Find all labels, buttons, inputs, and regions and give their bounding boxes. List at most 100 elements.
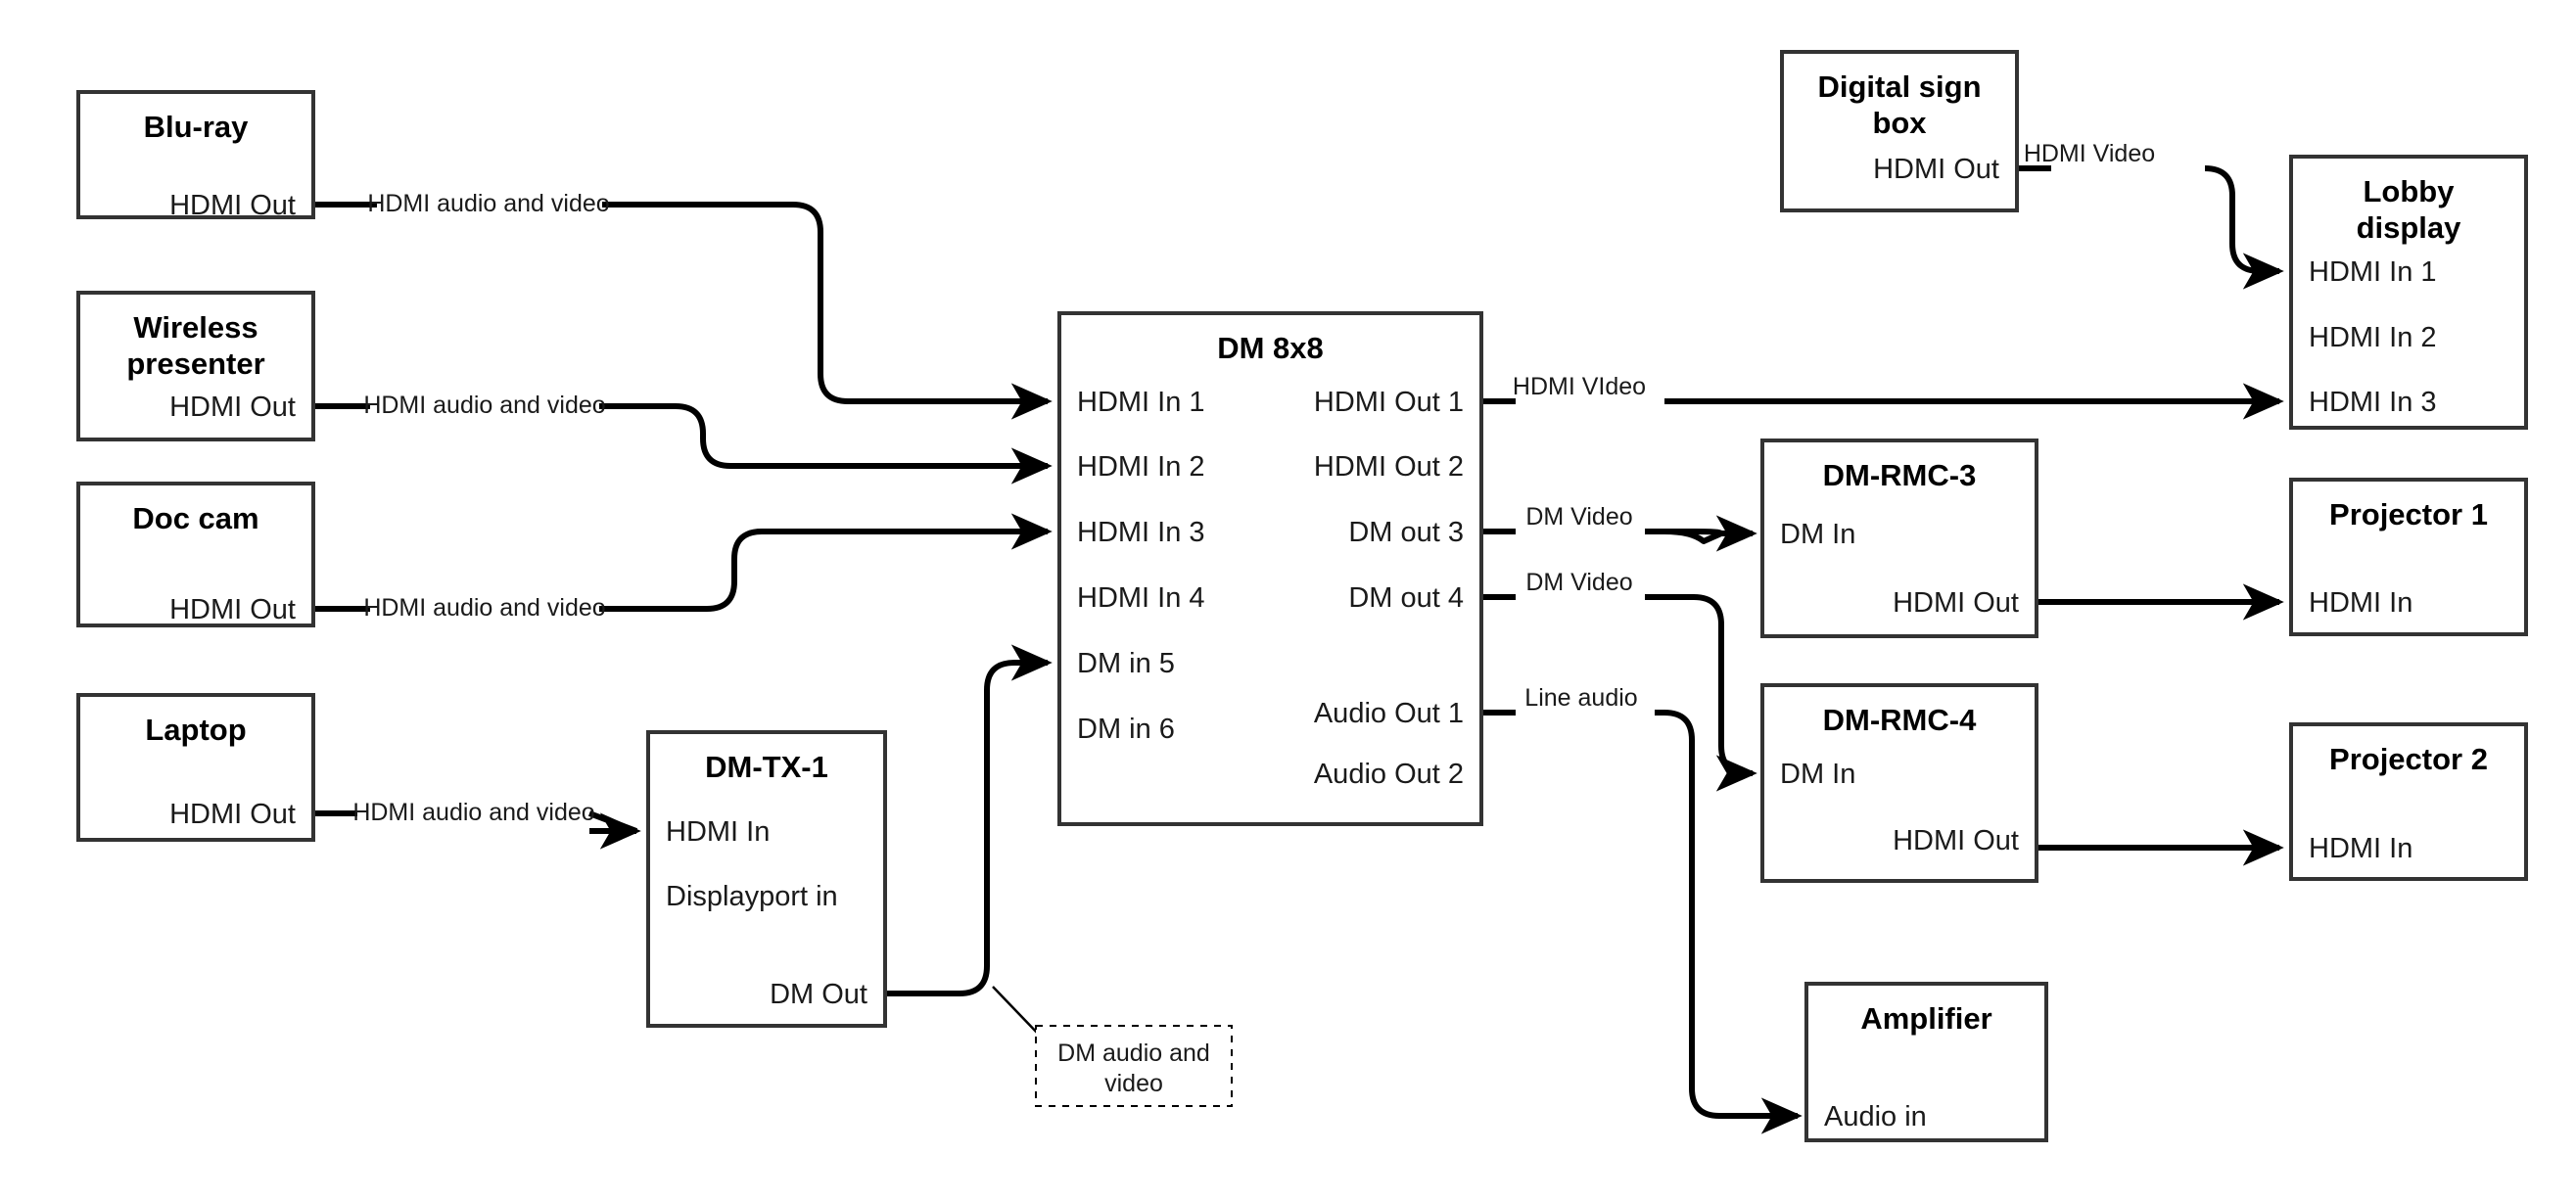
node-title: Laptop — [145, 713, 246, 747]
port-label-displayport-in[interactable]: Displayport in — [666, 881, 838, 912]
link-dm-8x8-dm-out-3-to-dm-rmc-3: DM Video — [1481, 503, 1757, 552]
port-label-dm-in[interactable]: DM In — [1780, 519, 1855, 550]
node-title: box — [1872, 106, 1927, 140]
port-label-dm-in-6[interactable]: DM in 6 — [1077, 714, 1175, 745]
link-dm-8x8-dm-out-4-to-dm-rmc-4: DM Video — [1481, 569, 1753, 773]
port-label-hdmi-in[interactable]: HDMI In — [2309, 587, 2412, 619]
port-label-hdmi-in-3[interactable]: HDMI In 3 — [1077, 517, 1205, 548]
node-box[interactable] — [2289, 722, 2528, 881]
port-label-hdmi-out[interactable]: HDMI Out — [169, 392, 296, 423]
port-label-hdmi-in-1[interactable]: HDMI In 1 — [1077, 387, 1205, 418]
link-dm-8x8-hdmi-out-1-to-lobby-hdmi-in-3: HDMI VIdeo — [1481, 373, 2279, 401]
port-label-hdmi-out[interactable]: HDMI Out — [1873, 154, 1999, 185]
link-arrow-segment — [1645, 515, 1757, 552]
link-path — [313, 202, 1048, 401]
node-title: Doc cam — [132, 501, 258, 535]
link-path — [1481, 710, 1798, 1116]
callout-box — [1035, 1025, 1233, 1107]
callout-label: video — [1104, 1070, 1163, 1097]
port-label-dm-in[interactable]: DM In — [1780, 759, 1855, 790]
link-label: HDMI audio and video — [363, 594, 605, 622]
link-laptop-to-dm-tx-1-hdmi-in: HDMI audio and video — [313, 799, 641, 850]
port-label-audio-out-2[interactable]: Audio Out 2 — [1314, 759, 1464, 790]
node-box[interactable] — [2289, 155, 2528, 430]
node-title: Projector 1 — [2329, 497, 2488, 531]
node-title: DM 8x8 — [1217, 331, 1324, 365]
node-box[interactable] — [76, 90, 315, 219]
link-path — [313, 531, 1048, 612]
port-label-hdmi-in-3[interactable]: HDMI In 3 — [2309, 387, 2437, 418]
node-box[interactable] — [1057, 311, 1483, 826]
link-label: HDMI audio and video — [352, 799, 594, 826]
link-label: HDMI audio and video — [367, 190, 609, 217]
link-label: DM Video — [1525, 569, 1632, 596]
node-title: Digital sign — [1817, 69, 1981, 104]
link-path — [885, 644, 1053, 996]
node-box[interactable] — [1804, 982, 2048, 1142]
port-label-hdmi-in-1[interactable]: HDMI In 1 — [2309, 256, 2437, 288]
port-label-dm-out[interactable]: DM Out — [770, 979, 867, 1010]
port-label-hdmi-out[interactable]: HDMI Out — [1893, 825, 2019, 856]
node-box[interactable] — [1780, 50, 2019, 212]
node-title: DM-TX-1 — [705, 750, 828, 784]
node-title: Blu-ray — [144, 110, 250, 144]
port-label-hdmi-out[interactable]: HDMI Out — [1893, 587, 2019, 619]
port-label-hdmi-out[interactable]: HDMI Out — [169, 594, 296, 625]
port-label-hdmi-in-2[interactable]: HDMI In 2 — [1077, 451, 1205, 483]
link-label: HDMI VIdeo — [1513, 373, 1646, 400]
node-dm-rmc-4[interactable]: DM-RMC-4 DM In HDMI Out — [1760, 683, 2038, 883]
link-digital-sign-box-to-lobby-hdmi-in-1: HDMI Video — [2017, 140, 2279, 271]
node-title: Wireless — [133, 310, 258, 345]
node-title: display — [2357, 210, 2462, 245]
callout-label: DM audio and — [1057, 1039, 1210, 1067]
node-box[interactable] — [2289, 478, 2528, 636]
node-title: Projector 2 — [2329, 742, 2488, 776]
port-label-audio-out-1[interactable]: Audio Out 1 — [1314, 698, 1464, 729]
port-label-audio-in[interactable]: Audio in — [1824, 1101, 1927, 1132]
node-box[interactable] — [1760, 439, 2038, 638]
link-wireless-presenter-to-hdmi-in-2: HDMI audio and video — [313, 392, 1048, 466]
port-label-hdmi-in[interactable]: HDMI In — [666, 816, 770, 848]
port-label-dm-in-5[interactable]: DM in 5 — [1077, 648, 1175, 679]
node-projector-2[interactable]: Projector 2 HDMI In — [2289, 722, 2528, 881]
node-box[interactable] — [76, 291, 315, 441]
node-title: Amplifier — [1860, 1001, 1991, 1036]
port-label-hdmi-out-2[interactable]: HDMI Out 2 — [1314, 451, 1464, 483]
node-title: DM-RMC-4 — [1823, 703, 1977, 737]
callout-dm-audio-video-callout: DM audio and video — [992, 986, 1233, 1107]
node-projector-1[interactable]: Projector 1 HDMI In — [2289, 478, 2528, 636]
node-box[interactable] — [76, 482, 315, 627]
link-doc-cam-to-hdmi-in-3: HDMI audio and video — [313, 531, 1048, 622]
node-box[interactable] — [76, 693, 315, 842]
port-label-dm-out-4[interactable]: DM out 4 — [1348, 582, 1464, 614]
port-label-dm-out-3[interactable]: DM out 3 — [1348, 517, 1464, 548]
node-box[interactable] — [1760, 683, 2038, 883]
link-path — [2017, 165, 2279, 271]
link-label: HDMI audio and video — [363, 392, 605, 419]
port-label-hdmi-in[interactable]: HDMI In — [2309, 833, 2412, 864]
port-label-hdmi-out[interactable]: HDMI Out — [169, 799, 296, 830]
link-label: HDMI Video — [2024, 140, 2155, 167]
port-label-hdmi-out[interactable]: HDMI Out — [169, 190, 296, 221]
port-label-hdmi-out-1[interactable]: HDMI Out 1 — [1314, 387, 1464, 418]
link-dm-8x8-audio-out-1-to-amplifier: Line audio — [1481, 684, 1798, 1116]
port-label-hdmi-in-4[interactable]: HDMI In 4 — [1077, 582, 1205, 614]
link-label: DM Video — [1525, 503, 1632, 531]
node-box[interactable] — [646, 730, 887, 1028]
node-title: Lobby — [2364, 174, 2456, 208]
link-label: Line audio — [1524, 684, 1637, 712]
port-label-hdmi-in-2[interactable]: HDMI In 2 — [2309, 322, 2437, 353]
